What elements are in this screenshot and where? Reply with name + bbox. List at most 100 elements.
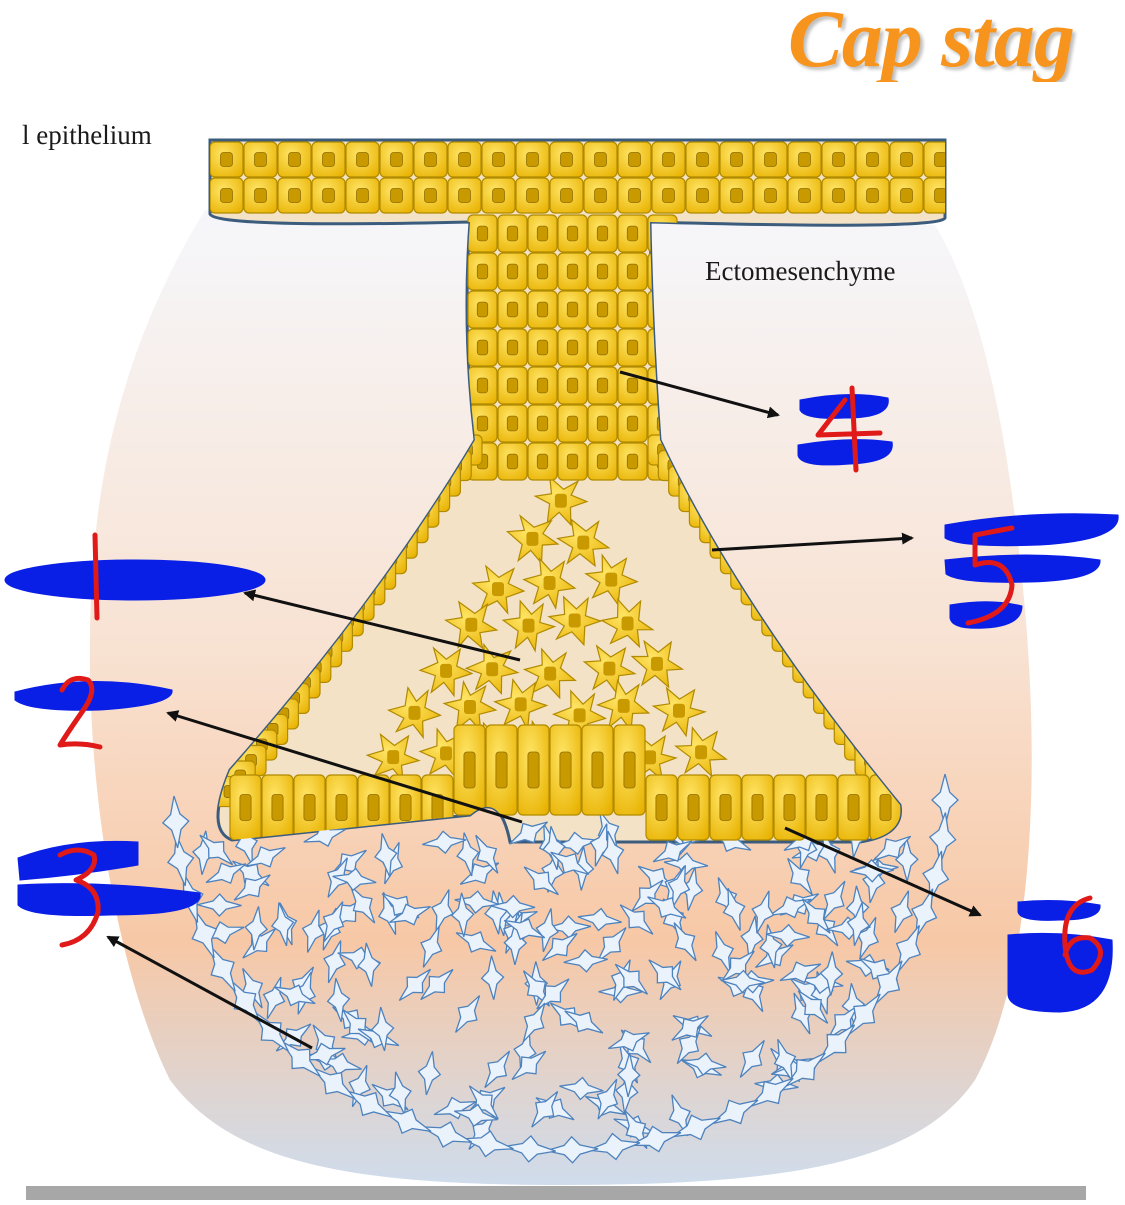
mesenchymal-cell: [668, 1094, 691, 1137]
mesenchymal-cell: [454, 890, 499, 914]
epithelial-cell: [467, 214, 498, 253]
mesenchymal-cell: [550, 851, 590, 875]
arrow-4: [619, 370, 780, 419]
mesenchymal-cell: [819, 951, 844, 996]
mesenchymal-cell: [205, 862, 247, 885]
number-6: [1062, 895, 1103, 975]
epithelial-cell: [685, 177, 720, 214]
mesenchymal-cell: [522, 970, 551, 1007]
mesenchymal-cell: [522, 1002, 546, 1042]
mesenchymal-cell: [484, 890, 508, 935]
mesenchymal-cell: [616, 1052, 641, 1098]
mesenchymal-cell: [607, 1029, 650, 1052]
redaction-2: [14, 680, 173, 711]
epithelial-cell: [527, 442, 558, 481]
mesenchymal-cell: [197, 893, 242, 918]
epithelial-cell: [855, 177, 890, 214]
number-1: [92, 532, 100, 621]
epithelial-cell: [719, 177, 754, 214]
mesenchymal-cell: [374, 833, 398, 878]
mesenchymal-cell: [475, 834, 499, 874]
epithelial-cell: [741, 774, 774, 841]
mesenchymal-cell: [845, 885, 870, 930]
epithelial-cell: [210, 177, 244, 214]
epithelial-cell: [527, 252, 558, 291]
mesenchymal-cell: [459, 862, 500, 885]
epithelial-cell: [527, 366, 558, 405]
mesenchymal-cell: [631, 879, 664, 912]
mesenchymal-cell: [233, 874, 271, 901]
stellate-cell: [533, 475, 589, 527]
epithelial-cell: [277, 177, 312, 214]
mesenchymal-cell: [787, 857, 813, 896]
mesenchymal-cell: [722, 887, 746, 931]
oral-epithelium-label: l epithelium: [22, 120, 152, 150]
mesenchymal-cell: [455, 995, 481, 1033]
mesenchymal-cell: [398, 968, 432, 1002]
mesenchymal-cell: [326, 978, 351, 1023]
epithelial-cell: [497, 252, 528, 291]
epithelial-cell: [581, 724, 614, 816]
epithelial-cell: [587, 442, 618, 481]
epithelial-cell: [293, 774, 326, 841]
stellate-cell: [493, 677, 549, 732]
epithelial-cell: [413, 141, 448, 178]
epithelial-cell: [379, 177, 414, 214]
epithelial-cell: [583, 141, 618, 178]
epithelial-cell: [645, 774, 678, 841]
epithelial-cell: [243, 177, 278, 214]
mesenchymal-cell: [241, 968, 264, 1009]
epithelial-cell: [549, 177, 584, 214]
epithelial-cell: [587, 328, 618, 367]
epithelial-cell: [447, 177, 482, 214]
mesenchymal-cell: [739, 1039, 765, 1078]
mesenchymal-cell: [245, 846, 286, 868]
mesenchymal-cell: [161, 795, 190, 849]
epithelial-cell: [345, 141, 380, 178]
mesenchymal-cell: [721, 950, 755, 982]
mesenchymal-cell: [370, 1006, 395, 1052]
epithelial-cell: [497, 442, 528, 481]
epithelial-cell: [719, 141, 754, 178]
number-2: [57, 675, 103, 750]
epithelial-cell: [587, 404, 618, 443]
mesenchymal-cell: [799, 970, 844, 995]
mesenchymal-cell: [671, 1015, 709, 1041]
mesenchymal-cell: [856, 916, 880, 959]
mesenchymal-cell: [564, 1010, 604, 1034]
mesenchymal-cell: [484, 1050, 511, 1089]
epithelial-cell: [311, 141, 346, 178]
mesenchymal-cell: [274, 984, 316, 1007]
mesenchymal-cell: [323, 940, 347, 984]
mesenchymal-cell: [652, 840, 693, 863]
epithelial-cell: [617, 177, 652, 214]
mesenchymal-cell: [431, 889, 454, 932]
ectomesenchyme-label: Ectomesenchyme: [705, 256, 896, 286]
epithelial-cell: [583, 177, 618, 214]
number-3: [57, 847, 101, 948]
mesenchymal-cell: [523, 866, 559, 896]
mesenchymal-cell: [673, 922, 697, 962]
epithelial-cell: [453, 724, 486, 816]
epithelial-cell: [617, 366, 648, 405]
arrow-6: [784, 826, 982, 917]
epithelial-cell: [677, 774, 710, 841]
stellate-cell: [501, 599, 557, 653]
slide-baseline-bar: [26, 1186, 1086, 1200]
epithelial-cell: [557, 290, 588, 329]
epithelial-cell: [277, 141, 312, 178]
mesenchymal-cell: [720, 969, 766, 994]
number-4: [815, 385, 883, 473]
epithelial-cell: [517, 724, 550, 816]
mesenchymal-cell: [614, 963, 649, 995]
epithelial-cell: [261, 774, 294, 841]
mesenchymal-cell: [456, 832, 480, 877]
redaction-1: [4, 559, 266, 601]
epithelial-cell: [515, 141, 550, 178]
epithelial-cell: [651, 141, 686, 178]
epithelial-cell: [805, 774, 838, 841]
mesenchymal-cell: [873, 835, 912, 861]
epithelial-cell: [617, 328, 648, 367]
epithelial-cell: [557, 404, 588, 443]
pointer-arrows: [106, 370, 982, 1050]
